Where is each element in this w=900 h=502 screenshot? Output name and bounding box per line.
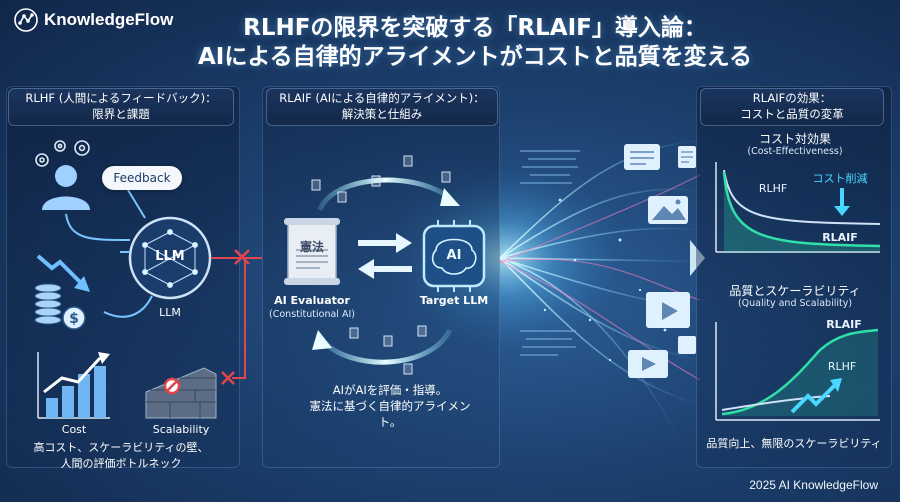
cost-chart-rlhf-line (723, 169, 881, 225)
coin-stack-icon (34, 283, 62, 325)
gears-icon (35, 140, 90, 167)
llm-node-icon (128, 216, 212, 300)
chat-window-icon (624, 144, 660, 170)
scalability-wall-icon (145, 367, 217, 419)
user-icon (42, 165, 90, 210)
cost-chart-rlaif-area (724, 172, 880, 252)
feedback-loop-top (317, 177, 452, 212)
quality-chart (715, 322, 880, 421)
rlaif-caption-line-1: AIがAIを評価・指導。 (332, 383, 448, 397)
cost-bar-chart-icon (37, 352, 110, 419)
constitution-scroll-text: 憲法 (299, 240, 324, 254)
brand-name: KnowledgeFlow (44, 10, 174, 29)
llm-label: LLM (159, 306, 181, 319)
cost-rlaif-label: RLAIF (822, 231, 858, 244)
video-player-small-icon (628, 350, 668, 378)
knowledge-network-logo-icon (14, 8, 38, 32)
effects-header-line-1: RLAIFの効果： (752, 91, 832, 105)
title-line-1: RLHFの限界を突破する「RLAIF」導入論： (243, 15, 707, 41)
dollar-coin-icon: $ (62, 306, 86, 330)
rlhf-header-line-2: 限界と課題 (92, 107, 150, 121)
feedback-loop-bottom (320, 328, 453, 365)
cost-chart-rlaif-line (722, 171, 881, 248)
effects-caption: 品質向上、無限のスケーラビリティ (706, 437, 882, 450)
exchange-arrows-icon (358, 233, 412, 279)
rlhf-caption: 高コスト、スケーラビリティの壁、 人間の評価ボトルネック (8, 440, 234, 472)
effects-header-line-2: コストと品質の変革 (740, 107, 844, 121)
svg-text:$: $ (69, 311, 79, 327)
title-line-2: AIによる自律的アライメントがコストと品質を変える (198, 44, 752, 70)
cost-trend-down-icon (36, 254, 90, 292)
ai-chip-icon (422, 220, 486, 292)
quality-chart-subtitle: (Quality and Scalability) (737, 298, 853, 309)
effects-panel (696, 86, 892, 468)
growth-arrow-icon (790, 382, 838, 414)
cost-chart-title: コスト対効果 (758, 132, 831, 146)
cost-chart (715, 162, 881, 253)
loop-arrow-top-icon (440, 188, 460, 206)
cost-rlhf-label: RLHF (758, 182, 788, 195)
ai-evaluator-label: AI Evaluator (274, 294, 350, 307)
effects-panel-header: RLAIFの効果： コストと品質の変革 (700, 88, 884, 126)
quality-chart-title: 品質とスケーラビリティ (729, 284, 861, 298)
rlhf-caption-line-2: 人間の評価ボトルネック (60, 457, 182, 470)
rlaif-caption-line-2: 憲法に基づく自律的アライメント。 (309, 399, 471, 429)
feedback-bubble: Feedback (102, 166, 182, 190)
document-card-icon (678, 146, 696, 168)
rlhf-panel-header: RLHF (人間によるフィードバック)： 限界と課題 (8, 88, 234, 126)
scalability-label: Scalability (152, 423, 210, 436)
chat-card-icon (678, 336, 696, 354)
llm-node-text: LLM (155, 249, 185, 264)
loop-arrow-bottom-icon (312, 330, 332, 350)
footer-credit: 2025 AI KnowledgeFlow (749, 478, 878, 492)
quality-chart-rlhf-line (721, 395, 831, 411)
rlaif-header-line-2: 解決策と仕組み (341, 107, 423, 121)
rlaif-header-line-1: RLAIF (AIによる自律的アライメント)： (279, 91, 485, 105)
target-llm-label: Target LLM (419, 294, 489, 307)
quality-rlhf-label: RLHF (827, 360, 857, 373)
ai-chip-text: AI (446, 248, 462, 263)
document-icons (311, 155, 451, 375)
rlaif-panel-header: RLAIF (AIによる自律的アライメント)： 解決策と仕組み (266, 88, 498, 126)
cost-chart-subtitle: (Cost-Effectiveness) (747, 146, 843, 157)
brand: KnowledgeFlow (14, 8, 173, 32)
cost-reduction-label: コスト削減 (812, 172, 868, 185)
rlaif-caption: AIがAIを評価・指導。 憲法に基づく自律的アライメント。 (300, 382, 480, 430)
image-window-icon (648, 196, 688, 224)
constitution-scroll-icon (284, 218, 340, 285)
video-player-icon (646, 292, 690, 328)
quality-chart-rlaif-area (722, 330, 878, 416)
quality-rlaif-label: RLAIF (826, 318, 862, 331)
cost-label: Cost (61, 423, 87, 436)
rlhf-caption-line-1: 高コスト、スケーラビリティの壁、 (33, 441, 209, 454)
blocked-connection (211, 249, 262, 385)
rlhf-header-line-1: RLHF (人間によるフィードバック)： (25, 91, 217, 105)
ai-evaluator-sub: (Constitutional AI) (269, 309, 355, 320)
